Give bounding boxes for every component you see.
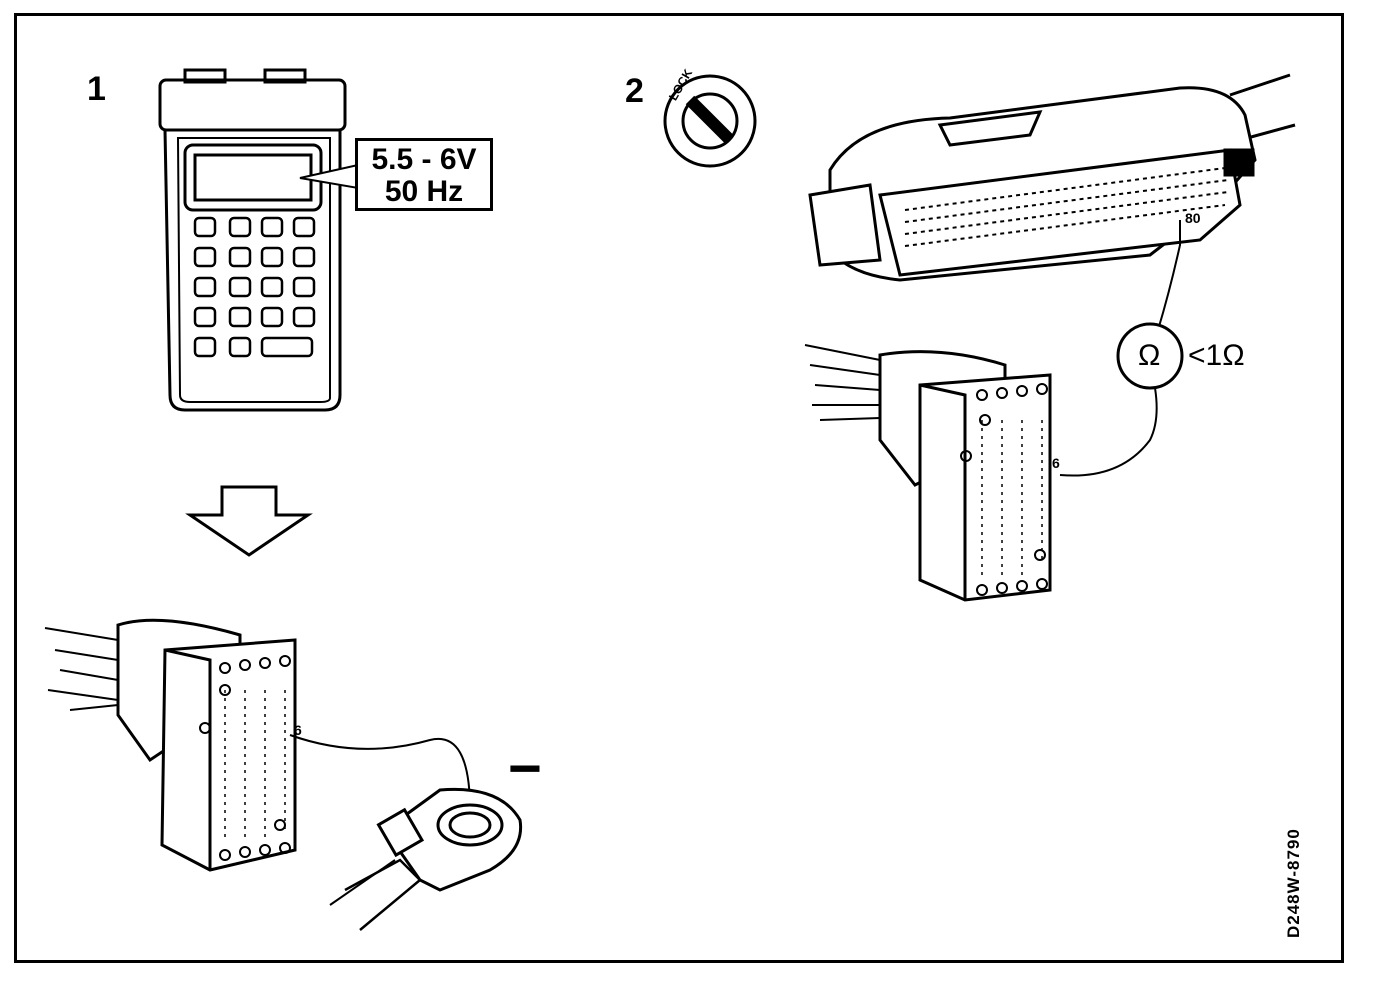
ignition-lock-icon <box>663 74 757 168</box>
step-2-number: 2 <box>625 72 644 110</box>
ground-minus-symbol: − <box>508 736 542 801</box>
pin-80-label: 80 <box>1185 210 1201 226</box>
frequency-value: 50 Hz <box>384 175 464 208</box>
pin-6-label-left: 6 <box>294 722 302 738</box>
resistance-reading: <1Ω <box>1188 339 1245 372</box>
figure-frame <box>14 13 1344 963</box>
down-arrow-icon <box>185 485 313 557</box>
ecu-connector-right <box>804 344 1052 602</box>
figure-code: D248W-8790 <box>1284 828 1303 938</box>
ecu-harness-plug <box>808 73 1296 331</box>
ohmmeter <box>1059 322 1184 477</box>
hand-held-tester <box>158 68 359 412</box>
step-1-number: 1 <box>87 70 106 108</box>
ohm-symbol: Ω <box>1138 339 1161 372</box>
pin-6-label-right: 6 <box>1052 455 1060 471</box>
voltage-value: 5.5 - 6V <box>371 143 477 176</box>
tester-callout: 5.5 - 6V 50 Hz <box>355 138 493 211</box>
ground-terminal <box>329 787 523 931</box>
ecu-connector-left <box>44 618 471 872</box>
